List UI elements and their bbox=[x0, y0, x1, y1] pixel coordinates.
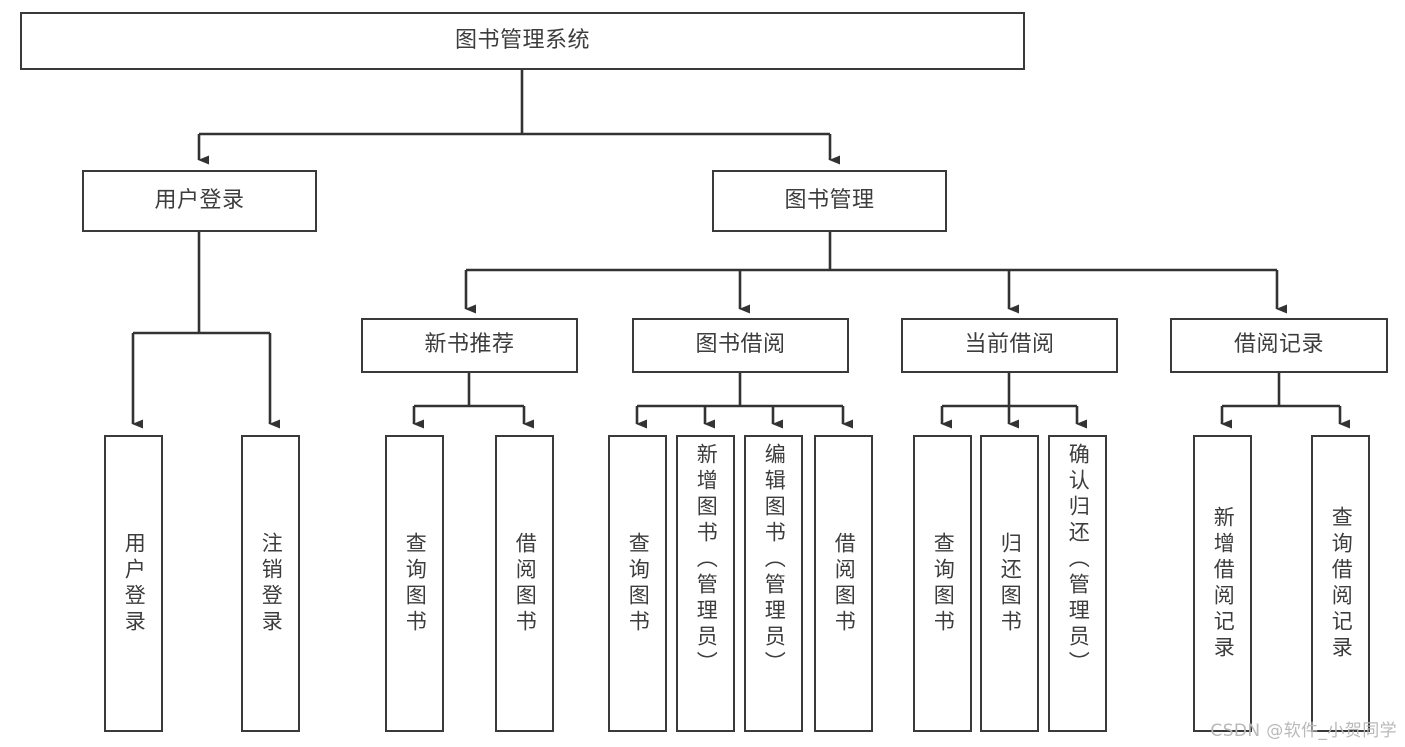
node-root-system[interactable]: 图书管理系统 bbox=[20, 12, 1025, 70]
node-label: 用户登录 bbox=[154, 187, 245, 213]
leaf-borrow-book[interactable]: 借阅图书 bbox=[814, 435, 873, 732]
node-label: 查询图书 bbox=[403, 531, 428, 636]
node-book-borrow[interactable]: 图书借阅 bbox=[632, 318, 849, 373]
node-label: 当前借阅 bbox=[964, 332, 1055, 358]
leaf-edit-book-admin[interactable]: 编辑图书（管理员） bbox=[744, 435, 803, 732]
node-label: 新书推荐 bbox=[424, 332, 515, 358]
node-label: 查询图书 bbox=[626, 531, 651, 636]
node-label: 新增借阅记录 bbox=[1211, 505, 1236, 662]
node-label: 借阅图书 bbox=[513, 531, 538, 636]
node-label: 借阅记录 bbox=[1233, 332, 1324, 358]
node-label: 查询图书 bbox=[931, 531, 956, 636]
node-label: 用户登录 bbox=[122, 531, 147, 636]
leaf-add-borrow-record[interactable]: 新增借阅记录 bbox=[1193, 435, 1252, 732]
leaf-return-book[interactable]: 归还图书 bbox=[980, 435, 1039, 732]
node-new-book-recommend[interactable]: 新书推荐 bbox=[361, 318, 578, 373]
leaf-query-book-current[interactable]: 查询图书 bbox=[913, 435, 972, 732]
leaf-borrow-book-recommend[interactable]: 借阅图书 bbox=[495, 435, 554, 732]
node-user-login[interactable]: 用户登录 bbox=[82, 170, 317, 232]
node-label: 编辑图书（管理员） bbox=[762, 443, 787, 677]
leaf-logout-login[interactable]: 注销登录 bbox=[241, 435, 300, 732]
node-label: 注销登录 bbox=[259, 531, 284, 636]
leaf-add-book-admin[interactable]: 新增图书（管理员） bbox=[676, 435, 735, 732]
node-book-management[interactable]: 图书管理 bbox=[712, 170, 947, 232]
node-label: 图书借阅 bbox=[695, 332, 786, 358]
node-label: 新增图书（管理员） bbox=[694, 443, 719, 677]
node-label: 查询借阅记录 bbox=[1329, 505, 1354, 662]
leaf-confirm-return-admin[interactable]: 确认归还（管理员） bbox=[1048, 435, 1107, 732]
node-label: 确认归还（管理员） bbox=[1066, 443, 1091, 677]
node-borrow-record[interactable]: 借阅记录 bbox=[1170, 318, 1388, 373]
node-label: 图书管理 bbox=[784, 187, 875, 213]
node-label: 归还图书 bbox=[998, 531, 1023, 636]
csdn-watermark: CSDN @软件_小贺同学 bbox=[1210, 721, 1397, 741]
node-label: 借阅图书 bbox=[832, 531, 857, 636]
leaf-query-borrow-record[interactable]: 查询借阅记录 bbox=[1311, 435, 1370, 732]
node-label: 图书管理系统 bbox=[454, 27, 590, 53]
leaf-query-book-recommend[interactable]: 查询图书 bbox=[385, 435, 444, 732]
leaf-user-login[interactable]: 用户登录 bbox=[104, 435, 163, 732]
node-current-borrow[interactable]: 当前借阅 bbox=[901, 318, 1118, 373]
leaf-query-book-borrow[interactable]: 查询图书 bbox=[608, 435, 667, 732]
